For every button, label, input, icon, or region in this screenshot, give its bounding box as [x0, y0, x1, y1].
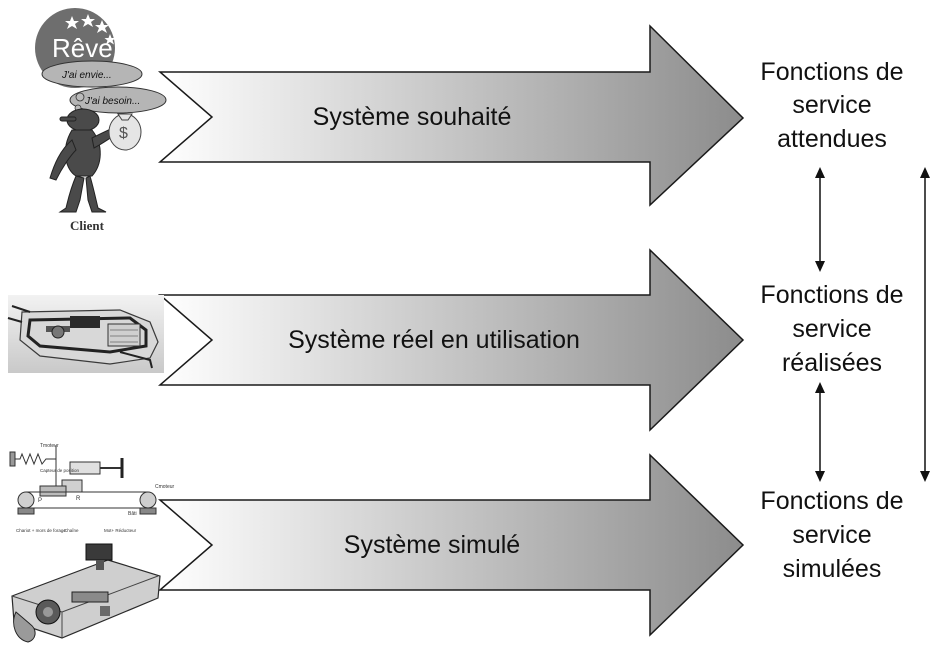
- client-illustration: Rêve J'ai envie... J'ai besoin... $: [35, 8, 167, 233]
- functions-simulated-line-1: Fonctions de: [760, 487, 903, 515]
- functions-expected: Fonctions de service attendues: [760, 58, 903, 153]
- functions-expected-line-3: attendues: [777, 125, 887, 153]
- schematic-mark-p: P: [38, 498, 42, 504]
- schematic-sensor-label: Capteur de position: [40, 468, 80, 473]
- double-arrow-expected-simulated: [920, 167, 930, 482]
- schematic-bati: Bâti: [128, 511, 137, 517]
- functions-realized-line-3: réalisées: [782, 349, 882, 377]
- schematic-mark-r: R: [76, 496, 81, 502]
- dream-text: Rêve: [52, 33, 113, 63]
- schematic-force-label: Tmoteur: [40, 443, 59, 449]
- money-bag-icon: $: [108, 113, 142, 151]
- schematic-chariot: Chariot + mors de forage: [16, 528, 66, 533]
- client-caption: Client: [70, 218, 105, 233]
- functions-realized: Fonctions de service réalisées: [760, 281, 903, 377]
- functions-realized-line-2: service: [792, 315, 871, 343]
- thought-bubble-needs-text: J'ai besoin...: [84, 96, 140, 107]
- thought-bubble-wants-text: J'ai envie...: [61, 70, 112, 81]
- arrow-label-real: Système réel en utilisation: [288, 326, 580, 354]
- simulation-schematic: Tmoteur Capteur de position P R Cmoteur …: [9, 443, 175, 533]
- arrow-real-system: Système réel en utilisation: [157, 248, 745, 432]
- functions-simulated: Fonctions de service simulées: [760, 487, 903, 583]
- arrow-simulated-system: Système simulé: [157, 453, 745, 637]
- arrow-label-desired: Système souhaité: [313, 103, 512, 131]
- double-arrow-realized-simulated: [815, 382, 825, 482]
- cad-render: [11, 543, 161, 643]
- schematic-cm-label: Cmoteur: [155, 484, 175, 490]
- money-symbol: $: [119, 125, 128, 142]
- functions-simulated-line-3: simulées: [783, 555, 882, 583]
- schematic-chaine: Chaîne: [64, 528, 79, 533]
- functions-simulated-line-2: service: [792, 521, 871, 549]
- arrow-label-simulated: Système simulé: [344, 531, 520, 559]
- functions-expected-line-1: Fonctions de: [760, 58, 903, 86]
- arrow-desired-system: Système souhaité: [157, 24, 745, 207]
- thought-bubble-wants: J'ai envie...: [41, 60, 143, 88]
- client-figure-icon: [49, 108, 121, 213]
- stars-icon: [65, 14, 116, 45]
- thought-bubble-needs: J'ai besoin...: [69, 86, 167, 114]
- real-system-photo: [7, 295, 164, 373]
- functions-expected-line-2: service: [792, 91, 871, 119]
- functions-realized-line-1: Fonctions de: [760, 281, 903, 309]
- schematic-moteur: Mot+ Réducteur: [104, 528, 137, 533]
- double-arrow-expected-realized: [815, 167, 825, 272]
